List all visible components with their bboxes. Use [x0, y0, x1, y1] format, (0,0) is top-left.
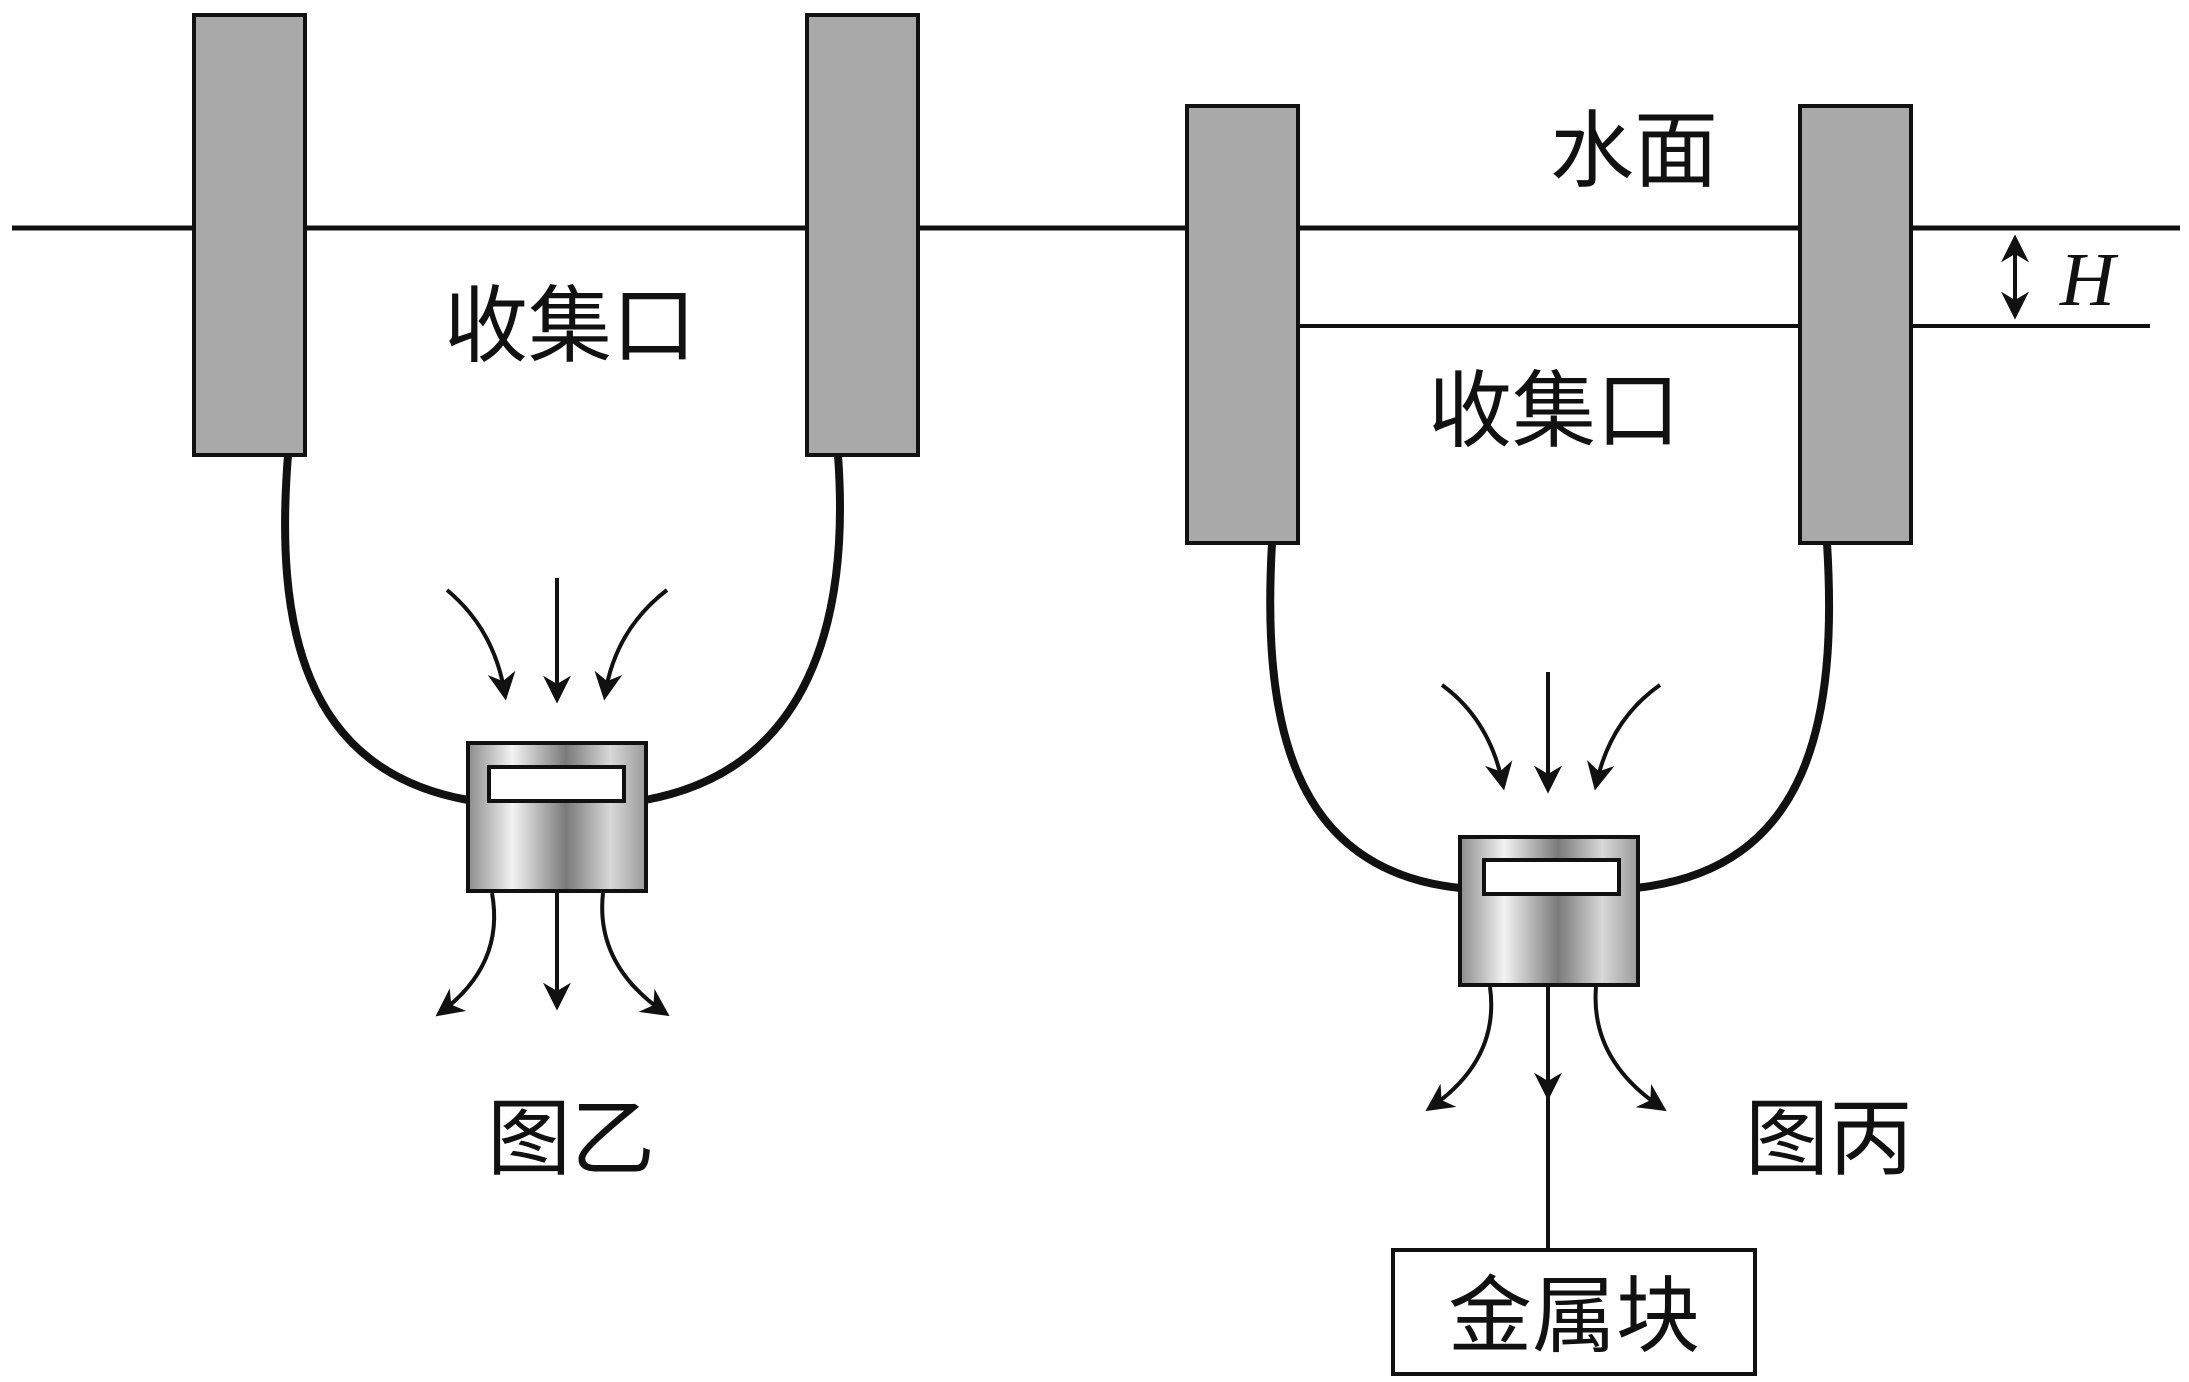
right-collector-label: 收集口 — [1428, 362, 1680, 460]
left-hose-left — [281, 454, 469, 804]
left-caption: 图乙 — [487, 1090, 655, 1188]
left-hose-right — [644, 454, 844, 804]
left-inflow-arrow-left — [445, 588, 516, 701]
weight-label: 金属块 — [1448, 1267, 1700, 1365]
left-outflow-arrow-right — [600, 892, 670, 1017]
right-outflow-arrow-left — [1425, 986, 1494, 1112]
weight-box — [1391, 1248, 1757, 1376]
right-device-window — [1482, 858, 1621, 896]
left-outflow-arrow-left — [435, 892, 497, 1017]
left-device-window — [487, 765, 626, 803]
right-hose-left — [1266, 542, 1461, 892]
left-collector-label: 收集口 — [444, 277, 696, 375]
left-pillar-b — [805, 13, 920, 457]
figure-left: 收集口 图乙 — [192, 13, 920, 1188]
left-inflow-arrow-right — [594, 588, 669, 701]
right-hose-right — [1634, 542, 1834, 892]
right-outflow-arrow-right — [1593, 986, 1667, 1112]
left-pillar-a — [192, 13, 307, 457]
right-pillar-b — [1798, 104, 1913, 545]
right-pillar-a — [1185, 104, 1300, 545]
right-inflow-arrow-left — [1440, 683, 1513, 791]
water-surface-label: 水面 — [1550, 102, 1718, 200]
depth-label: H — [2059, 238, 2119, 322]
right-caption: 图丙 — [1745, 1090, 1913, 1188]
right-inflow-arrow-right — [1587, 683, 1662, 791]
figure-right: 水面 H 收集口 金属块 图丙 — [1185, 102, 2150, 1376]
